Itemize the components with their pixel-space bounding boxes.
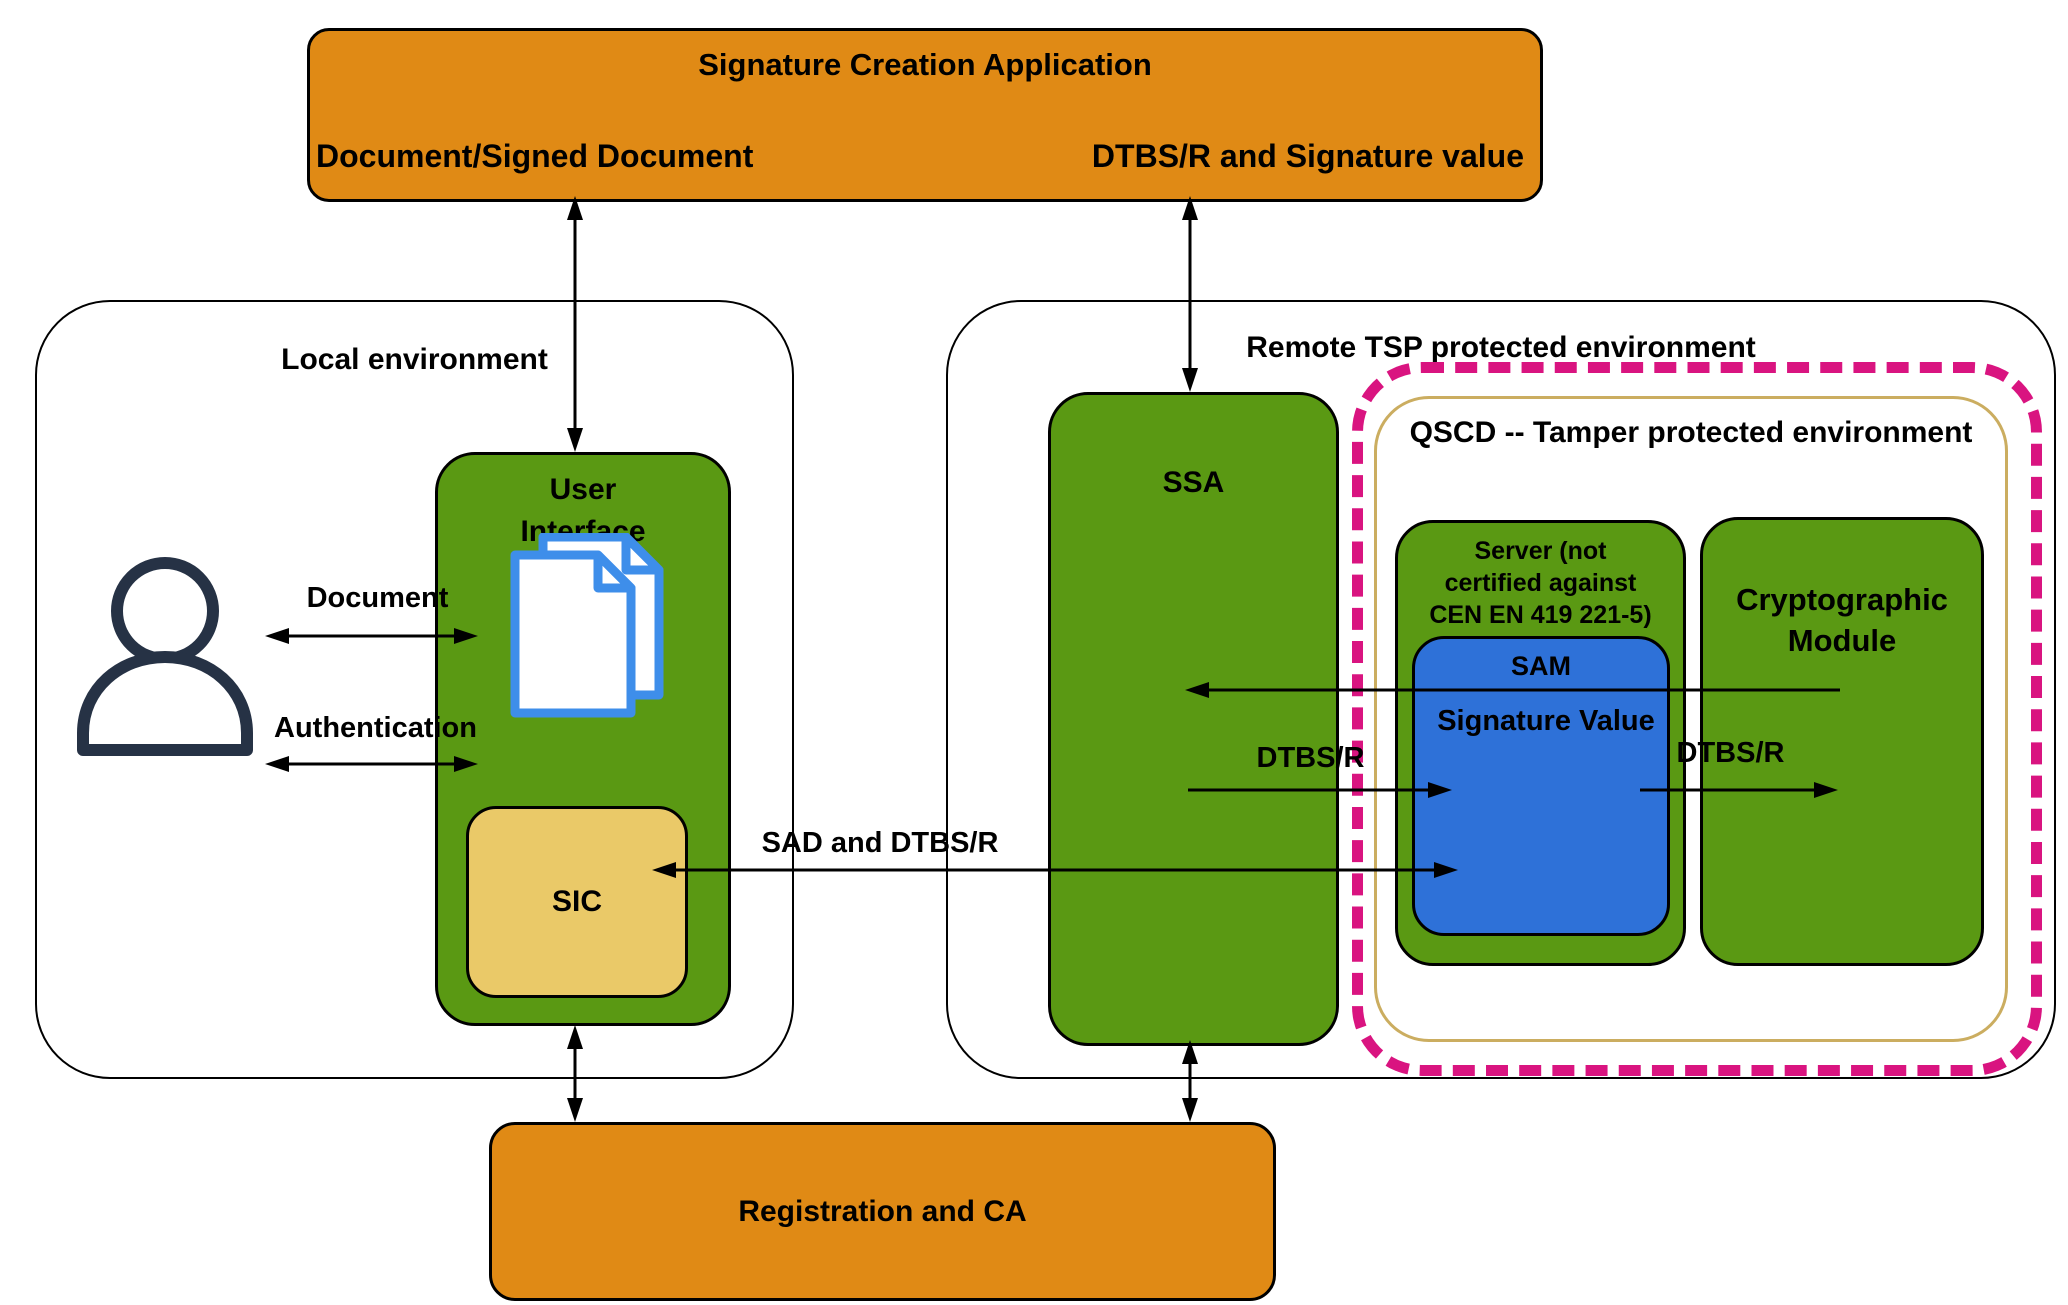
- qscd-dashed-boundary: [1352, 362, 2042, 1076]
- server-label: Server (not certified against CEN EN 419…: [1429, 537, 1652, 629]
- ssa-box: SSA: [1048, 392, 1339, 1046]
- ssa-label: SSA: [1162, 466, 1225, 499]
- sam-box: SAM: [1412, 636, 1670, 936]
- local-environment-label: Local environment: [281, 343, 548, 376]
- sic-label: SIC: [551, 885, 602, 918]
- cryptographic-module-label: Cryptographic Module: [1736, 582, 1948, 658]
- dtbsr-to-sam-flow-label: DTBS/R: [1256, 742, 1365, 774]
- sad-and-dtbsr-flow-label: SAD and DTBS/R: [761, 827, 999, 859]
- authentication-flow-label: Authentication: [274, 712, 477, 744]
- document-flow-label: Document: [306, 582, 449, 614]
- signature-value-flow-label: Signature Value: [1437, 705, 1655, 737]
- qscd-label: QSCD -- Tamper protected environment: [1409, 416, 1973, 449]
- registration-and-ca-box: Registration and CA: [489, 1122, 1276, 1301]
- cryptographic-module-box: Cryptographic Module: [1700, 517, 1984, 966]
- document-signed-document-label: Document/Signed Document: [316, 138, 754, 174]
- remote-tsp-environment-label: Remote TSP protected environment: [1246, 331, 1756, 364]
- registration-and-ca-label: Registration and CA: [738, 1194, 1027, 1228]
- qscd-inner-box: QSCD -- Tamper protected environment: [1374, 396, 2008, 1042]
- sam-label: SAM: [1511, 651, 1571, 681]
- sic-box: SIC: [466, 806, 688, 998]
- documents-icon: [510, 533, 664, 718]
- person-icon: [77, 557, 253, 756]
- signature-creation-application-box: Signature Creation Application Document/…: [307, 28, 1543, 202]
- dtbsr-to-crypto-flow-label: DTBS/R: [1676, 737, 1785, 769]
- dtbsr-and-signature-value-label: DTBS/R and Signature value: [1091, 138, 1524, 174]
- signature-creation-application-title: Signature Creation Application: [698, 47, 1152, 82]
